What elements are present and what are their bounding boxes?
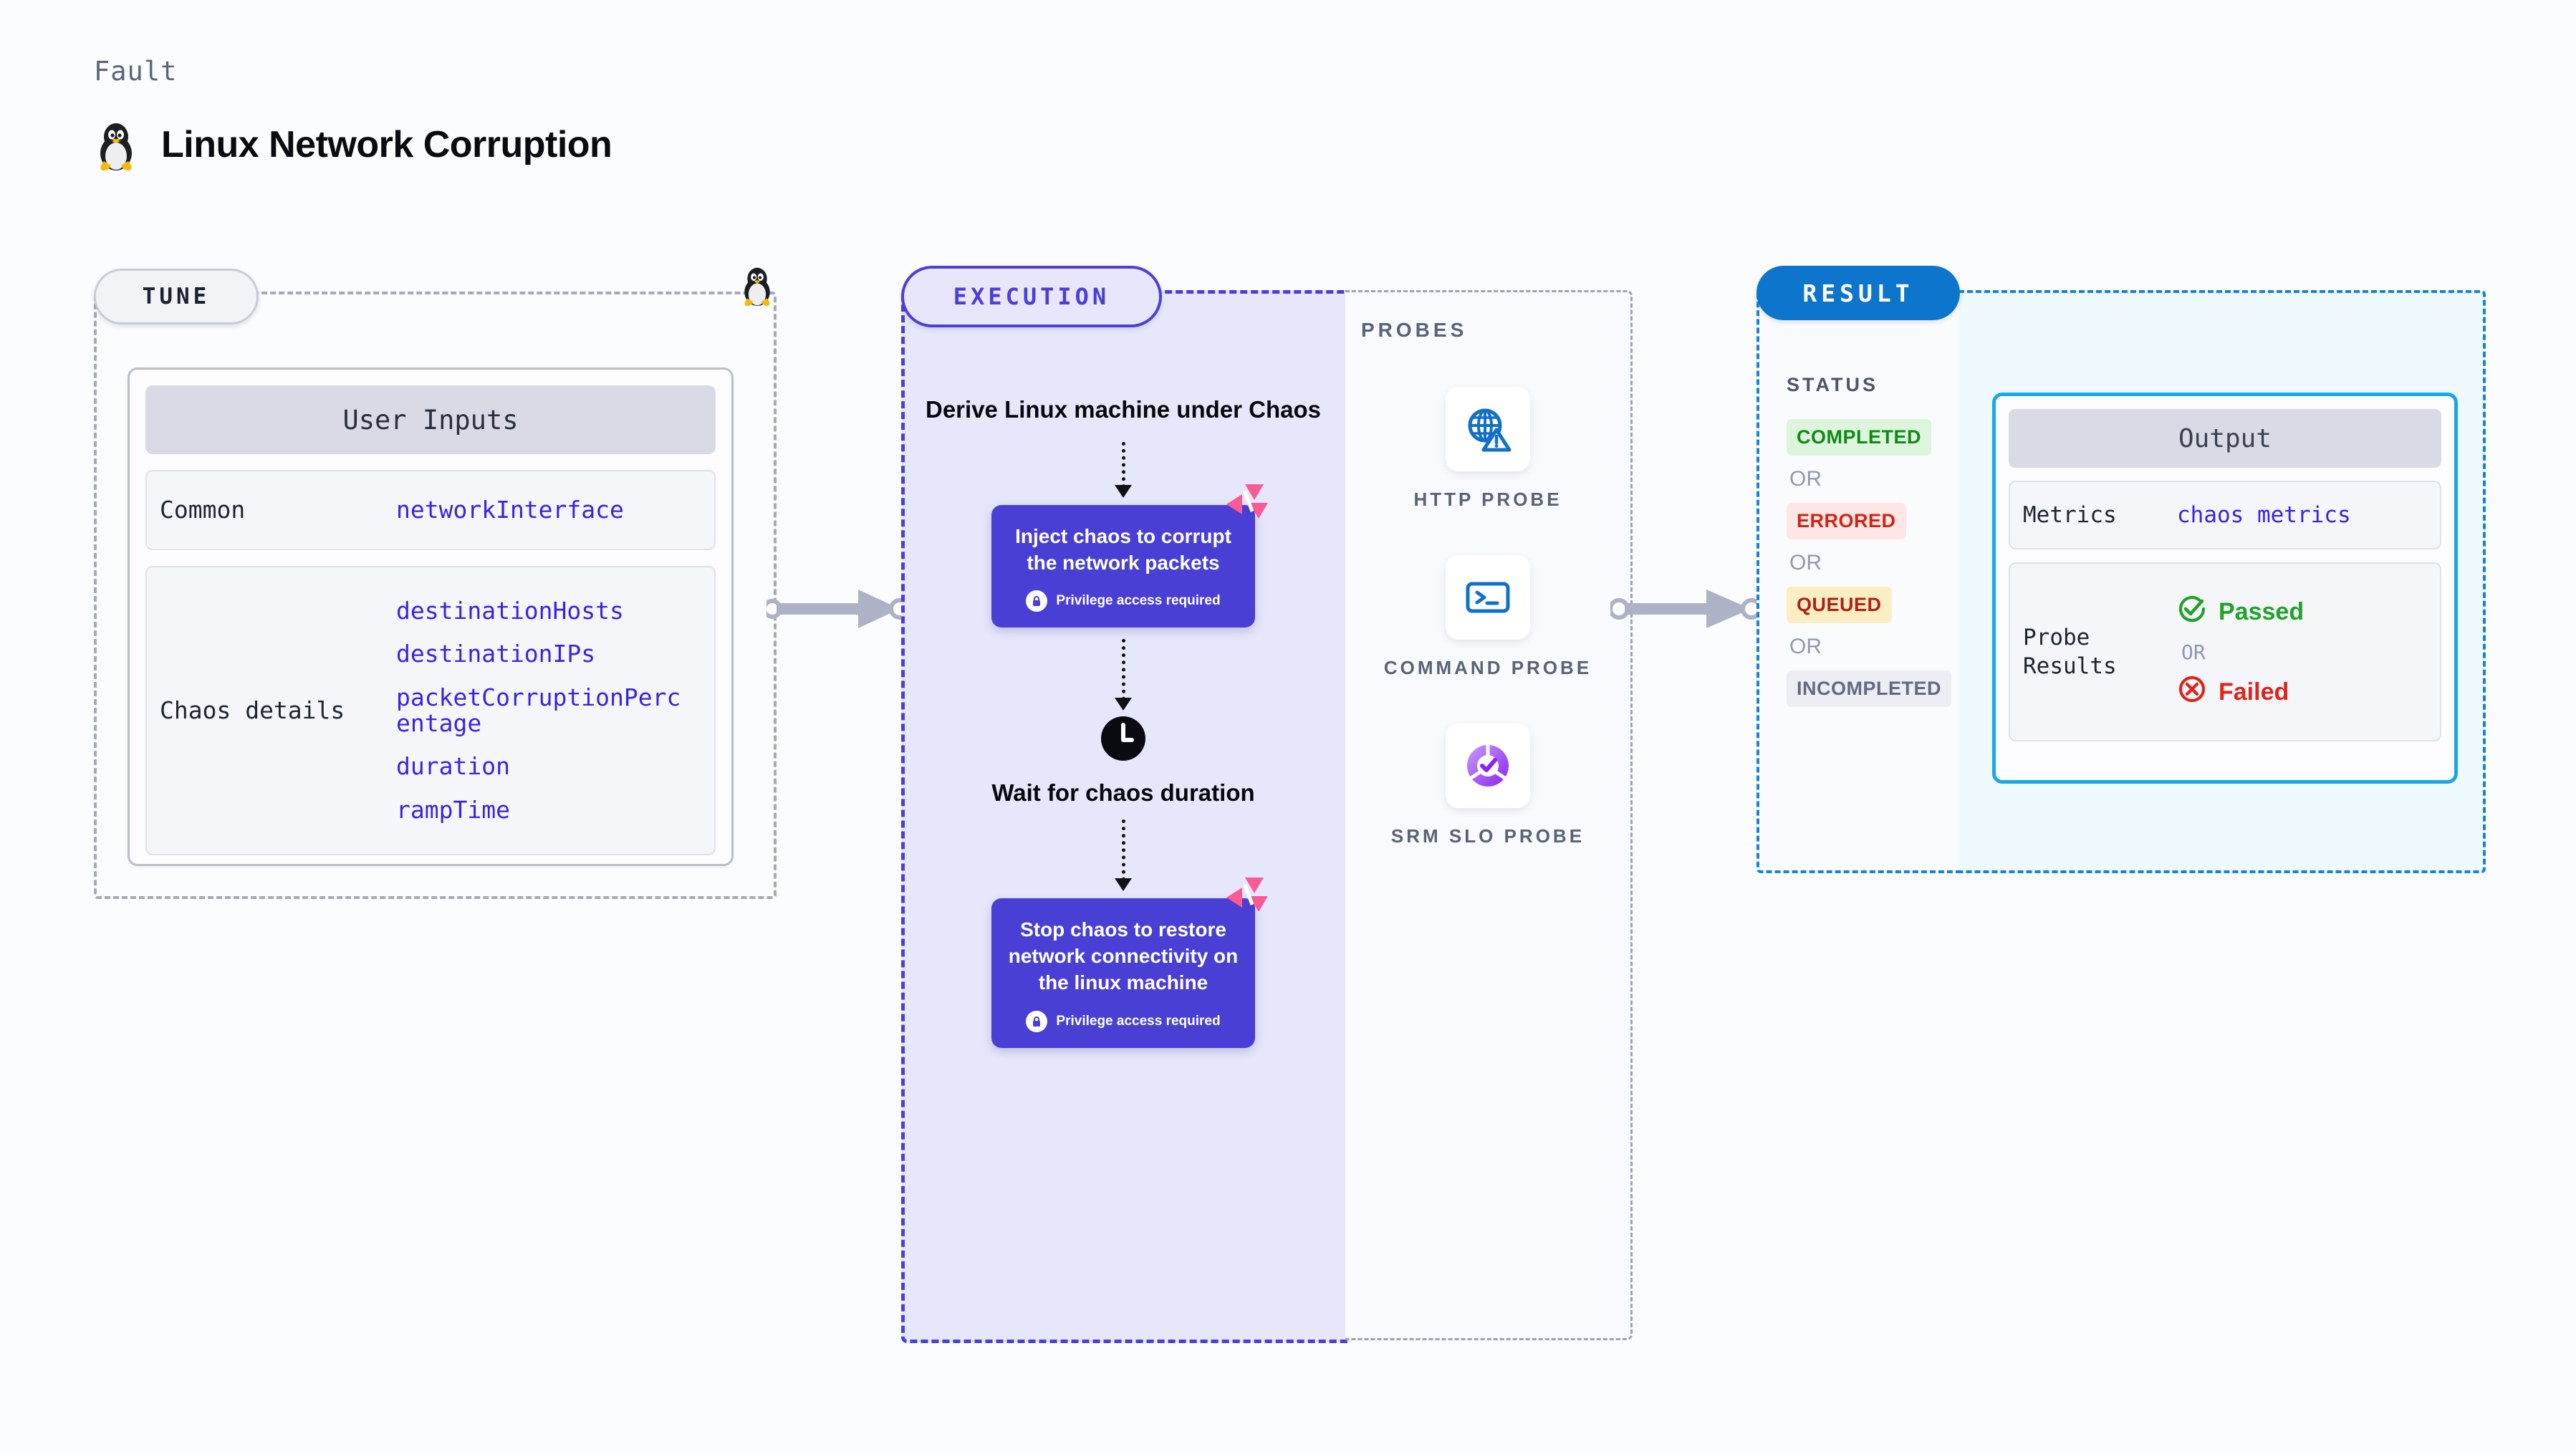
x-circle-icon: [2177, 674, 2207, 711]
privilege-note-text: Privilege access required: [1056, 1013, 1221, 1029]
probe-item-command[interactable]: COMMAND PROBE: [1384, 555, 1592, 681]
status-badge-completed: COMPLETED: [1787, 419, 1932, 456]
flow-arrow-down: [1115, 819, 1132, 891]
output-card: Output Metrics chaos metrics Probe Resul…: [1992, 393, 2458, 784]
probes-title: PROBES: [1361, 319, 1468, 341]
chaos-metrics-value[interactable]: chaos metrics: [2177, 502, 2351, 528]
fault-kicker-label: Fault: [94, 56, 178, 87]
litmus-logo-icon: [1224, 876, 1271, 919]
stop-chaos-card-text: Stop chaos to restore network connectivi…: [1008, 918, 1239, 994]
stop-chaos-card-note: Privilege access required: [1006, 1010, 1241, 1032]
failed-label: Failed: [2219, 678, 2289, 706]
page-title: Linux Network Corruption: [161, 124, 612, 165]
probe-label: COMMAND PROBE: [1383, 657, 1592, 679]
clock-icon: [1100, 715, 1147, 766]
output-card-title: Output: [2009, 409, 2441, 468]
input-value[interactable]: packetCorruptionPercentage: [396, 683, 681, 737]
tux-penguin-icon: [94, 118, 138, 171]
tune-stage-pill[interactable]: TUNE: [94, 269, 259, 324]
execution-panel: [901, 290, 1352, 1343]
arrow-tune-to-execution: [762, 584, 910, 638]
probe-label: SRM SLO PROBE: [1390, 825, 1585, 847]
wait-for-chaos-label: Wait for chaos duration: [991, 779, 1255, 807]
tux-penguin-icon-corner: [739, 264, 775, 307]
probe-label: HTTP PROBE: [1413, 489, 1562, 510]
input-row-chaos-details: Chaos details destinationHosts destinati…: [145, 566, 716, 855]
privilege-note-text: Privilege access required: [1056, 593, 1221, 609]
user-inputs-card: User Inputs Common networkInterface Chao…: [128, 367, 734, 866]
arrow-execution-to-result: [1608, 584, 1764, 638]
output-row-label: Probe Results: [2023, 624, 2117, 679]
output-row-metrics: Metrics chaos metrics: [2009, 481, 2441, 549]
verdict-or-label: OR: [2181, 640, 2206, 664]
lock-icon: [1026, 1010, 1048, 1032]
status-or-label: OR: [1789, 467, 1822, 491]
passed-label: Passed: [2219, 597, 2305, 625]
input-row-common: Common networkInterface: [145, 470, 716, 550]
stop-chaos-card[interactable]: Stop chaos to restore network connectivi…: [991, 878, 1268, 1048]
input-value[interactable]: destinationHosts: [396, 597, 624, 625]
status-badge-incompleted: INCOMPLETED: [1787, 670, 1952, 707]
lock-icon: [1026, 590, 1048, 612]
output-row-label: Metrics: [2023, 501, 2117, 528]
result-stage-pill[interactable]: RESULT: [1756, 266, 1960, 320]
flow-arrow-down: [1115, 441, 1132, 498]
status-badge-errored: ERRORED: [1787, 503, 1906, 539]
flow-arrow-down: [1115, 639, 1132, 711]
execution-start-label: Derive Linux machine under Chaos: [926, 396, 1321, 423]
status-title: STATUS: [1787, 374, 1878, 395]
output-row-probe-results: Probe Results Passed OR: [2009, 562, 2441, 741]
input-value[interactable]: rampTime: [396, 795, 510, 824]
input-value[interactable]: networkInterface: [396, 495, 624, 524]
terminal-icon: [1446, 555, 1530, 640]
probe-item-srm-slo[interactable]: SRM SLO PROBE: [1391, 723, 1585, 849]
status-or-label: OR: [1789, 635, 1822, 658]
probe-verdict-failed: Failed: [2177, 674, 2304, 711]
fault-title-row: Linux Network Corruption: [94, 118, 612, 171]
input-value[interactable]: destinationIPs: [396, 640, 596, 668]
execution-stage-pill[interactable]: EXECUTION: [901, 266, 1162, 327]
input-row-label: Common: [160, 496, 246, 524]
input-row-label: Chaos details: [160, 696, 345, 725]
status-list: COMPLETED OR ERRORED OR QUEUED OR INCOMP…: [1787, 419, 1952, 707]
status-badge-queued: QUEUED: [1787, 587, 1892, 623]
inject-chaos-card-text: Inject chaos to corrupt the network pack…: [1015, 524, 1231, 574]
inject-chaos-card-note: Privilege access required: [1006, 590, 1241, 612]
user-inputs-card-title: User Inputs: [145, 385, 716, 454]
execution-flow: Derive Linux machine under Chaos Inject …: [901, 290, 1345, 1336]
slo-donut-check-icon: [1445, 723, 1530, 809]
probe-verdict-passed: Passed: [2177, 594, 2304, 630]
globe-warning-icon: [1445, 387, 1530, 471]
check-circle-icon: [2177, 594, 2207, 630]
inject-chaos-card[interactable]: Inject chaos to corrupt the network pack…: [991, 484, 1268, 628]
status-or-label: OR: [1789, 551, 1822, 574]
result-status-panel: [1756, 290, 1964, 873]
probe-item-http[interactable]: HTTP PROBE: [1413, 387, 1562, 512]
probes-list: HTTP PROBE COMMAND PROBE: [1345, 387, 1630, 849]
litmus-logo-icon: [1224, 483, 1271, 526]
input-value[interactable]: duration: [396, 752, 510, 781]
